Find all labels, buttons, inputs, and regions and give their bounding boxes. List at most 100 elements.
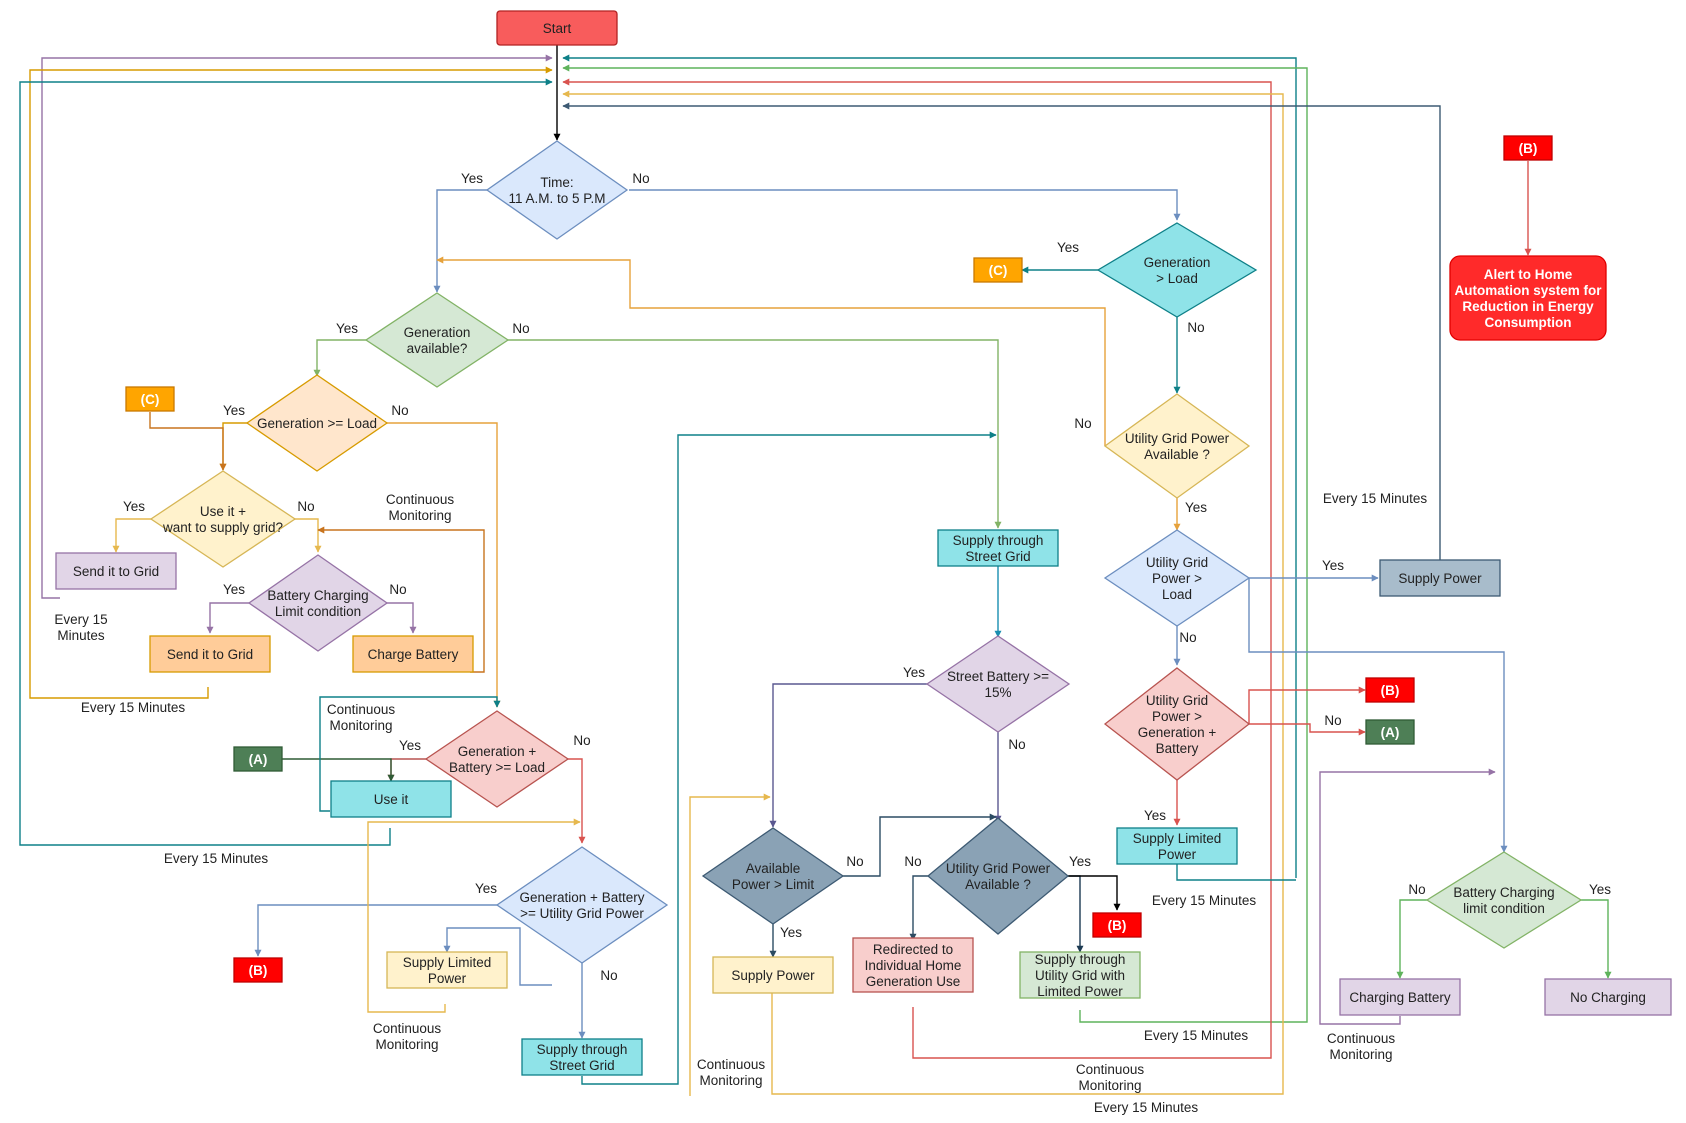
label-gengt-yes: Yes (1057, 240, 1079, 255)
label-ugpload-yes-line: Yes (1322, 558, 1344, 573)
decision-gen-batt-ugp[interactable]: Generation + Battery>= Utility Grid Powe… (495, 846, 669, 964)
process-charge-battery[interactable]: Charge Battery (352, 635, 474, 673)
connector-c-right[interactable]: (C) (973, 257, 1023, 283)
label-ugpgb-no-line: No (1324, 713, 1341, 728)
decision-gen-gt-load-text: Generation> Load (1144, 255, 1211, 286)
process-charging-battery[interactable]: Charging Battery (1339, 978, 1461, 1016)
edge-genbatt-yes (387, 758, 428, 782)
edge-loop-purple-left (41, 54, 553, 599)
edge-batt2-yes (1580, 899, 1612, 979)
connector-a-right[interactable]: (A) (1365, 719, 1415, 745)
decision-gen-batt-load-line: Battery >= Load (449, 760, 545, 775)
process-no-charging[interactable]: No Charging (1544, 978, 1672, 1016)
label-ugpload-no: No (1179, 630, 1196, 645)
label-e15-right-line: Every 15 Minutes (1323, 491, 1428, 506)
decision-gen-gt-load[interactable]: Generation> Load (1096, 222, 1258, 318)
start-node-line: Start (543, 21, 572, 36)
connector-b-top[interactable]: (B) (1503, 135, 1553, 161)
label-genbatt-yes-line: Yes (399, 738, 421, 753)
label-batt2-yes: Yes (1589, 882, 1611, 897)
label-cm-limited1-line: Continuous (373, 1021, 442, 1036)
decision-gen-batt-ugp-line: Generation + Battery (520, 890, 645, 905)
label-e15-sendgrid2: Every 15 Minutes (81, 700, 186, 715)
label-ugp1-no: No (1074, 416, 1091, 431)
label-e15-sendgrid2-line: Every 15 Minutes (81, 700, 186, 715)
decision-generation-ge-load[interactable]: Generation >= Load (245, 374, 389, 472)
label-batt1-no-line: No (389, 582, 406, 597)
connector-c-left[interactable]: (C) (125, 386, 175, 412)
decision-battery-limit-1-line: Battery Charging (267, 588, 368, 603)
decision-use-supply-grid-shape (149, 470, 297, 568)
connector-a-right-text: (A) (1381, 725, 1400, 740)
process-supply-street-1-line: Supply through (953, 533, 1044, 548)
connector-b-mid[interactable]: (B) (1092, 912, 1142, 938)
decision-use-supply-grid[interactable]: Use it +want to supply grid? (149, 470, 297, 568)
label-e15-right: Every 15 Minutes (1323, 491, 1428, 506)
decision-street-battery-line: Street Battery >= (947, 669, 1049, 684)
label-use-no: No (297, 499, 314, 514)
process-no-charging-text: No Charging (1570, 990, 1646, 1005)
decision-ugp-load-line: Power > (1152, 571, 1202, 586)
process-send-grid-2[interactable]: Send it to Grid (149, 635, 271, 673)
label-cm-useit-line: Monitoring (329, 718, 392, 733)
process-charge-battery-shape (352, 635, 474, 673)
process-use-it-text: Use it (374, 792, 409, 807)
decision-generation-ge-load-line: Generation >= Load (257, 416, 377, 431)
decision-ugp-load-shape (1103, 529, 1251, 627)
start-node[interactable]: Start (496, 10, 618, 46)
process-supply-power-1[interactable]: Supply Power (712, 956, 834, 994)
label-genugp-no-line: No (600, 968, 617, 983)
decision-gen-batt-load[interactable]: Generation +Battery >= Load (424, 710, 570, 808)
process-supply-power-2[interactable]: Supply Power (1379, 559, 1501, 597)
label-gengt-no: No (1187, 320, 1204, 335)
process-charging-battery-line: Charging Battery (1349, 990, 1451, 1005)
process-supply-power-1-text: Supply Power (731, 968, 815, 983)
decision-time-line: Time: (540, 175, 573, 190)
label-cm-bottom-line: Continuous (1076, 1062, 1145, 1077)
label-ugp1-yes-line: Yes (1185, 500, 1207, 515)
edge-loop-yellow-right (562, 90, 1284, 1095)
process-charging-battery-shape (1339, 978, 1461, 1016)
edge-genugp-limited (443, 927, 552, 986)
connector-b-left[interactable]: (B) (233, 957, 283, 983)
connector-b-right[interactable]: (B) (1365, 677, 1415, 703)
decision-use-supply-grid-text: Use it +want to supply grid? (162, 504, 283, 535)
label-ugp1-no-line: No (1074, 416, 1091, 431)
decision-gen-batt-load-shape (424, 710, 570, 808)
process-use-it-line: Use it (374, 792, 409, 807)
decision-gen-batt-ugp-line: >= Utility Grid Power (520, 906, 644, 921)
decision-ugp-load-line: Load (1162, 587, 1192, 602)
label-sbatt-no: No (1008, 737, 1025, 752)
process-use-it[interactable]: Use it (330, 780, 452, 818)
label-e15-ug-limited: Every 15 Minutes (1144, 1028, 1249, 1043)
label-ugp2-no-line: No (904, 854, 921, 869)
decision-street-battery[interactable]: Street Battery >=15% (925, 635, 1071, 733)
connector-a-left[interactable]: (A) (233, 746, 283, 772)
decision-generation-available-line: available? (407, 341, 468, 356)
label-avail-no-line: No (846, 854, 863, 869)
decision-time[interactable]: Time:11 A.M. to 5 P.M (485, 140, 629, 240)
decision-ugp-available-1-line: Utility Grid Power (1125, 431, 1230, 446)
process-send-grid-1[interactable]: Send it to Grid (55, 552, 177, 590)
